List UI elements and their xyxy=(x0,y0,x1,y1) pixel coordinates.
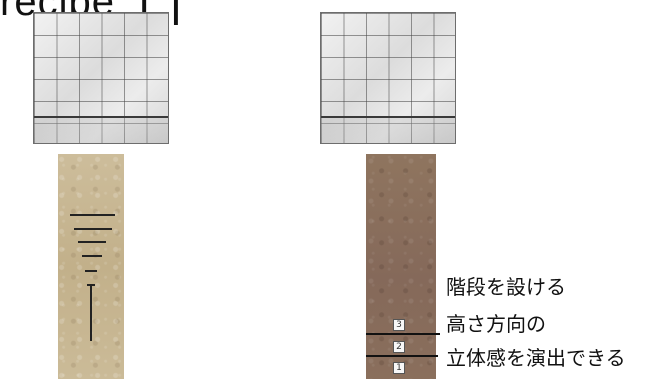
note-line-3: 立体感を演出できる xyxy=(446,346,626,370)
note-line-2: 高さ方向の xyxy=(446,312,546,336)
step-label-1: 1 xyxy=(393,362,405,374)
vertical-marker-cap xyxy=(87,284,95,286)
step-line-2 xyxy=(366,355,438,357)
dash-mark-5 xyxy=(85,270,97,272)
note-line-1: 階段を設ける xyxy=(446,275,566,299)
step-line-3 xyxy=(366,333,440,335)
step-label-2: 2 xyxy=(393,341,405,353)
left-sand-path xyxy=(58,154,124,379)
step-label-3: 3 xyxy=(393,319,405,331)
dash-mark-2 xyxy=(74,228,112,230)
dash-mark-1 xyxy=(70,214,115,216)
left-tile-grid xyxy=(33,12,169,144)
dash-mark-4 xyxy=(82,255,102,257)
vertical-marker xyxy=(90,284,92,341)
right-tile-grid xyxy=(320,12,456,144)
dash-mark-3 xyxy=(78,241,106,243)
